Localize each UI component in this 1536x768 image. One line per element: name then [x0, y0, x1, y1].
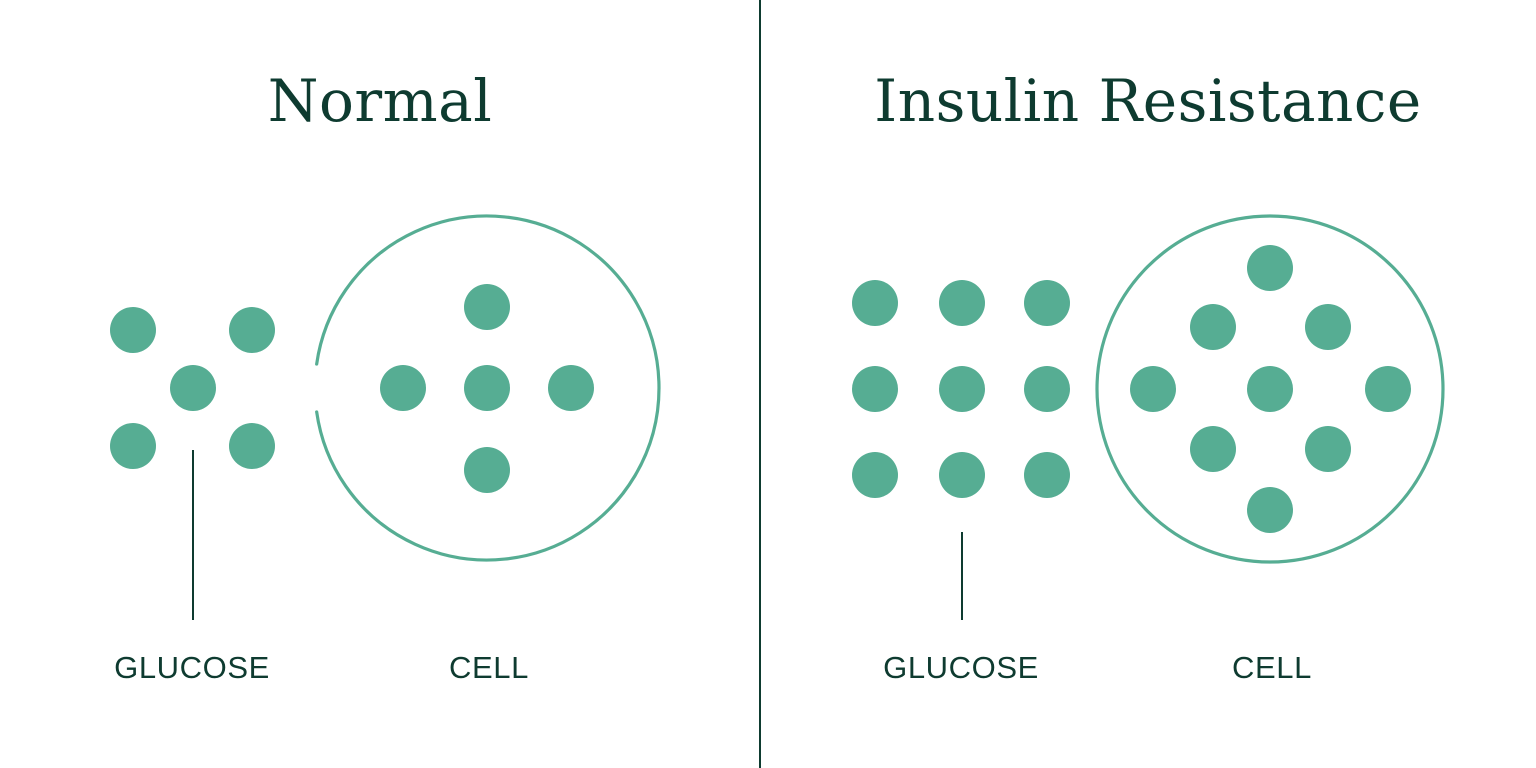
- cell-insulin-resistance-interior-dot: [1247, 366, 1293, 412]
- cell-normal-interior-dot: [464, 365, 510, 411]
- glucose-insulin-resistance-dot: [852, 452, 898, 498]
- cell-insulin-resistance-interior-dot: [1130, 366, 1176, 412]
- glucose-leader-line-normal: [192, 450, 194, 620]
- glucose-insulin-resistance-dot: [852, 280, 898, 326]
- glucose-insulin-resistance-dot: [1024, 452, 1070, 498]
- glucose-label-normal: GLUCOSE: [114, 650, 270, 685]
- cell-insulin-resistance-interior-dot: [1305, 304, 1351, 350]
- cell-insulin-resistance-interior-dot: [1305, 426, 1351, 472]
- glucose-insulin-resistance-dot: [852, 366, 898, 412]
- cell-insulin-resistance: [1095, 214, 1445, 564]
- cell-insulin-resistance-interior-dot: [1190, 426, 1236, 472]
- panel-divider: [759, 0, 761, 768]
- cell-normal-interior-dot: [548, 365, 594, 411]
- cell-normal-membrane-open: [315, 214, 661, 562]
- glucose-insulin-resistance-dot: [939, 452, 985, 498]
- cell-insulin-resistance-interior-dot: [1190, 304, 1236, 350]
- glucose-insulin-resistance-dot: [939, 366, 985, 412]
- cell-insulin-resistance-interior-dot: [1247, 487, 1293, 533]
- cell-normal-interior-dot: [464, 447, 510, 493]
- panel-normal: Normal GLUCOSE CELL: [0, 0, 760, 768]
- glucose-normal-dot: [110, 307, 156, 353]
- cell-label-normal: CELL: [449, 650, 529, 685]
- cell-insulin-resistance-interior-dot: [1247, 245, 1293, 291]
- glucose-insulin-resistance-dot: [1024, 280, 1070, 326]
- cell-normal-interior-dot: [380, 365, 426, 411]
- glucose-insulin-resistance-dot: [1024, 366, 1070, 412]
- glucose-normal-dot: [229, 423, 275, 469]
- cell-insulin-resistance-membrane-closed: [1095, 214, 1445, 564]
- glucose-label-insulin-resistance: GLUCOSE: [883, 650, 1039, 685]
- glucose-normal-dot: [229, 307, 275, 353]
- cell-normal: [315, 214, 661, 562]
- glucose-normal-dot: [170, 365, 216, 411]
- glucose-leader-line-insulin-resistance: [961, 532, 963, 620]
- panel-title-normal: Normal: [267, 67, 493, 135]
- glucose-normal-dot: [110, 423, 156, 469]
- panel-insulin-resistance: Insulin Resistance GLUCOSE CELL: [760, 0, 1536, 768]
- glucose-insulin-resistance-dot: [939, 280, 985, 326]
- panel-title-insulin-resistance: Insulin Resistance: [874, 67, 1422, 135]
- cell-normal-interior-dot: [464, 284, 510, 330]
- cell-label-insulin-resistance: CELL: [1232, 650, 1312, 685]
- cell-insulin-resistance-interior-dot: [1365, 366, 1411, 412]
